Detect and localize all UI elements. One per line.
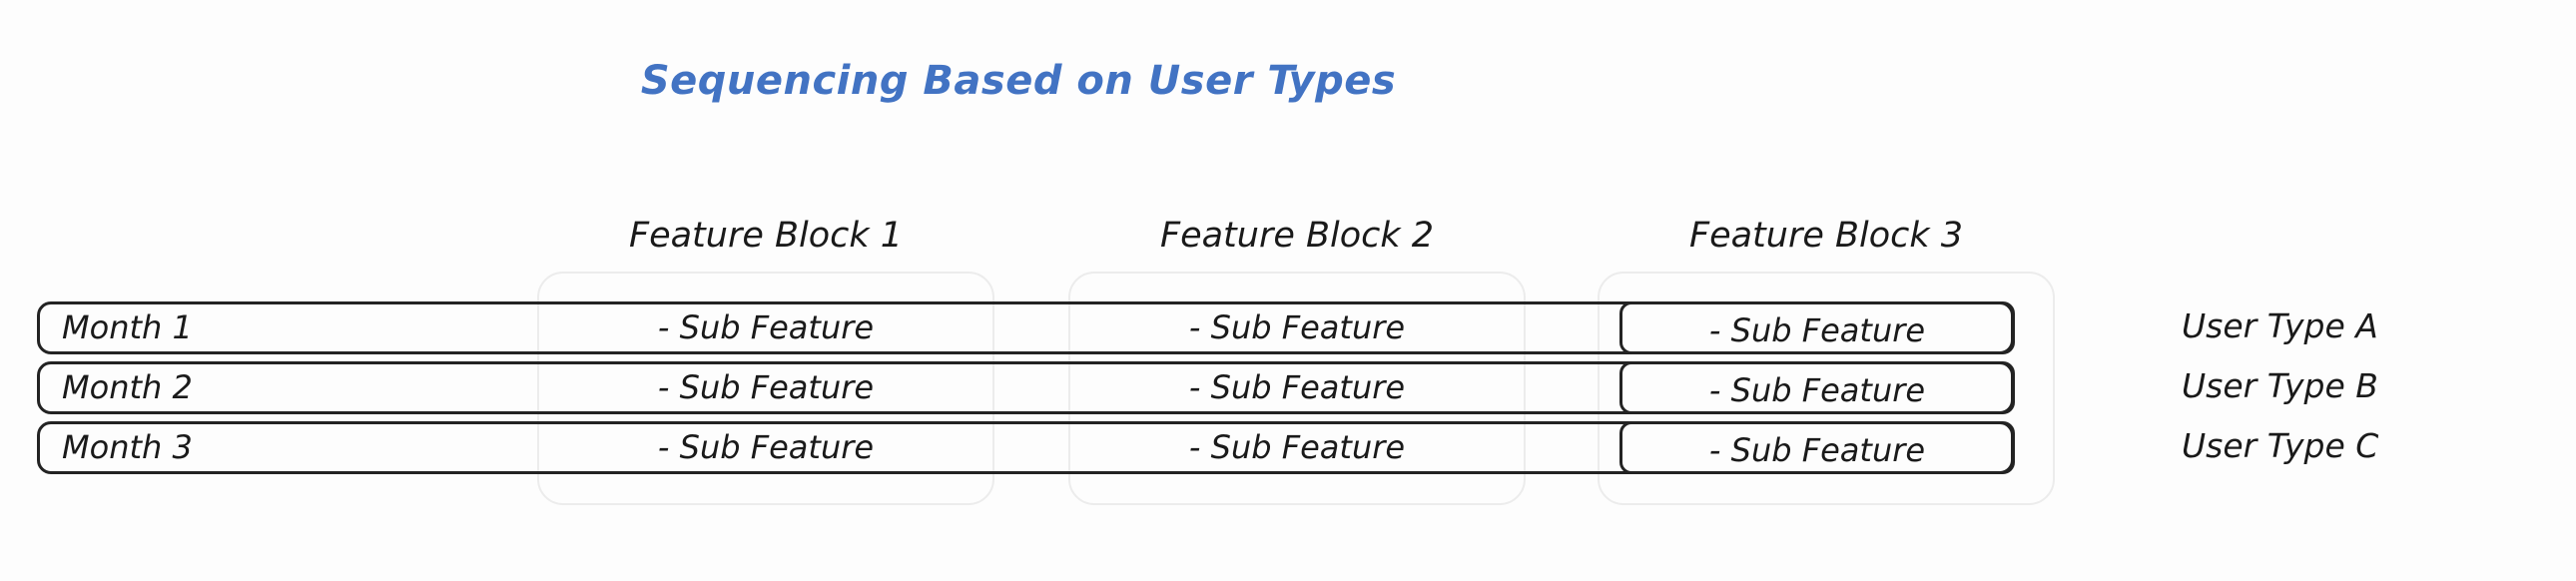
sub-feature-cell: - Sub Feature <box>1188 428 1406 466</box>
feature-block-container-1 <box>537 272 994 505</box>
sub-feature-cell: - Sub Feature <box>1188 308 1406 346</box>
month-label: Month 1 <box>62 308 193 346</box>
feature-block-header-3: Feature Block 3 <box>1688 216 1964 256</box>
sub-feature-cell: - Sub Feature <box>657 428 875 466</box>
user-type-label: User Type B <box>2182 366 2378 405</box>
feature-block-container-2 <box>1068 272 1526 505</box>
sub-feature-cell: - Sub Feature <box>1619 421 2015 474</box>
month-label: Month 2 <box>62 368 193 406</box>
user-type-label: User Type C <box>2182 426 2379 465</box>
user-type-label: User Type A <box>2182 306 2378 345</box>
page-title: Sequencing Based on User Types <box>640 58 1397 104</box>
sub-feature-cell: - Sub Feature <box>1188 368 1406 406</box>
feature-block-container-3 <box>1598 272 2055 505</box>
sub-feature-cell: - Sub Feature <box>657 368 875 406</box>
sub-feature-cell: - Sub Feature <box>657 308 875 346</box>
feature-block-header-2: Feature Block 2 <box>1159 216 1435 256</box>
sub-feature-cell: - Sub Feature <box>1619 301 2015 354</box>
month-label: Month 3 <box>62 428 193 466</box>
sub-feature-cell: - Sub Feature <box>1619 361 2015 414</box>
feature-block-header-1: Feature Block 1 <box>628 216 904 256</box>
